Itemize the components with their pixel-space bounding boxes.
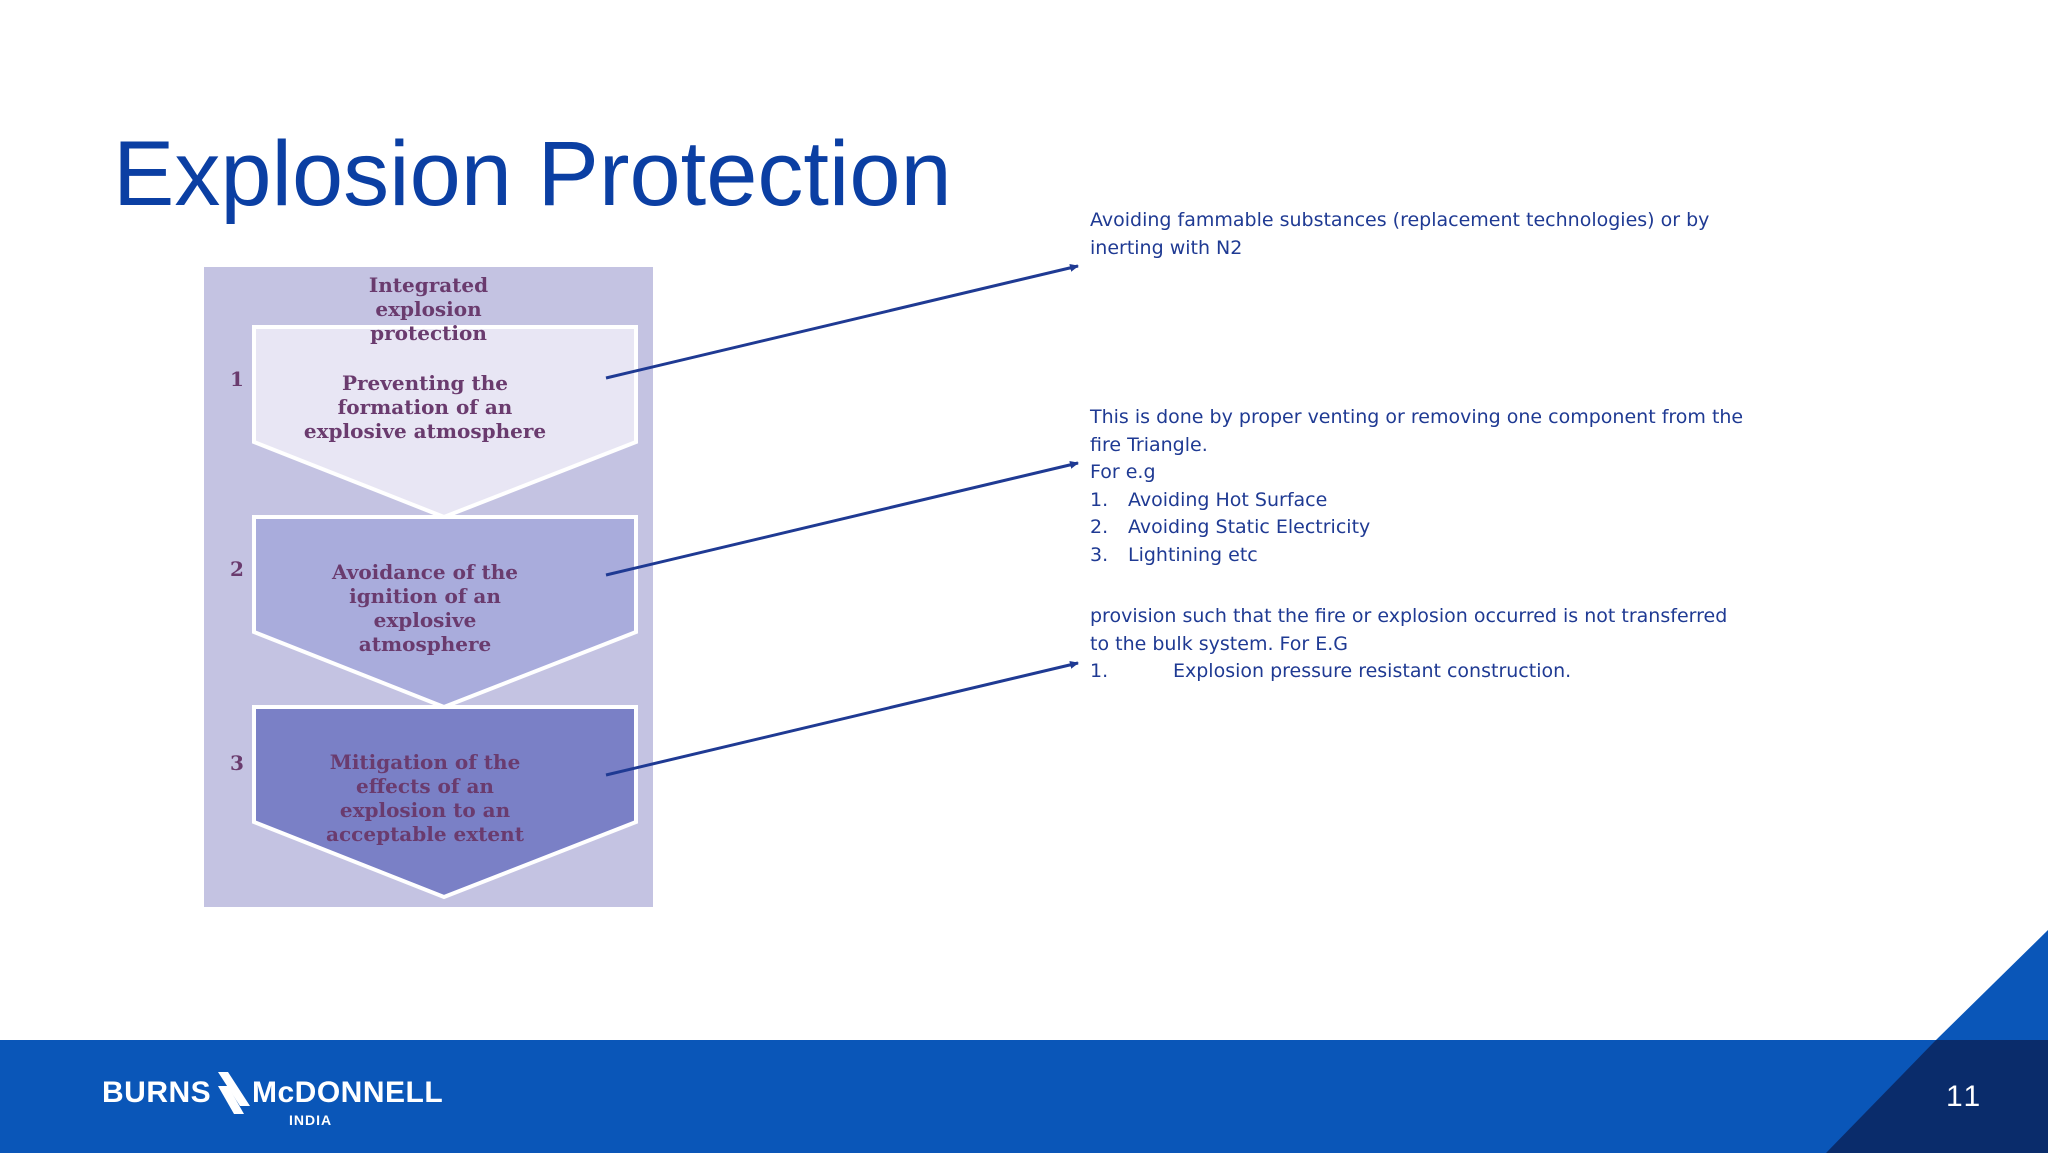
step-2-label: Avoidance of the ignition of an explosiv…	[331, 560, 519, 656]
note-mitigation-line1: provision such that the fire or explosio…	[1090, 605, 1728, 655]
logo-name-right: McDONNELL	[252, 1076, 444, 1109]
list-number: 3.	[1090, 543, 1109, 566]
list-text: Avoiding Hot Surface	[1128, 488, 1328, 511]
list-text: Lightining etc	[1128, 543, 1258, 566]
step-1-chevron	[252, 325, 638, 520]
list-item: 3. Lightining etc	[1090, 542, 1780, 570]
note-avoidance: This is done by proper venting or removi…	[1090, 404, 1780, 569]
list-text: Avoiding Static Electricity	[1128, 516, 1371, 538]
step-2-chevron	[252, 515, 638, 710]
arrow-step-2	[605, 460, 1079, 577]
logo-subtitle: INDIA	[289, 1112, 333, 1128]
step-1-label: Preventing the formation of an explosive…	[303, 371, 547, 443]
note-mitigation: provision such that the fire or explosio…	[1090, 603, 1750, 686]
list-number: 1.	[1090, 488, 1109, 511]
arrow-step-1	[605, 263, 1079, 380]
figure-heading: Integrated explosion protection	[368, 273, 489, 345]
note-avoidance-line1: This is done by proper venting or removi…	[1090, 406, 1744, 456]
step-1-number: 1	[230, 367, 244, 391]
footer-bar	[0, 1040, 2048, 1153]
figure-chevrons	[252, 325, 638, 900]
note-prevention: Avoiding fammable substances (replacemen…	[1090, 207, 1780, 262]
logo-stripes-icon	[218, 1072, 250, 1114]
slide-title: Explosion Protection	[113, 123, 952, 225]
step-3-chevron	[252, 705, 638, 900]
step-2-number: 2	[230, 557, 244, 581]
arrow-step-3	[605, 660, 1079, 777]
list-number: 2.	[1090, 516, 1109, 538]
list-item: 1. Avoiding Hot Surface	[1090, 487, 1780, 515]
page-number: 11	[1946, 1080, 1984, 1113]
note-avoidance-line2: For e.g	[1090, 461, 1156, 483]
explosion-protection-figure: Integrated explosion protection 1 Preven…	[204, 267, 653, 907]
note-prevention-text: Avoiding fammable substances (replacemen…	[1090, 209, 1710, 259]
note-mitigation-list: 1. Explosion pressure resistant construct…	[1090, 658, 1750, 686]
list-item: 1. Explosion pressure resistant construct…	[1090, 658, 1750, 686]
list-item: 2. Avoiding Static Electricity	[1090, 514, 1780, 542]
list-text: Explosion pressure resistant constructio…	[1173, 660, 1572, 682]
list-number: 1.	[1090, 660, 1109, 682]
step-3-number: 3	[230, 751, 244, 775]
note-avoidance-list: 1. Avoiding Hot Surface 2. Avoiding Static…	[1090, 487, 1780, 570]
step-3-label: Mitigation of the effects of an explosio…	[326, 750, 524, 846]
logo-name-left: BURNS	[102, 1076, 212, 1109]
company-logo: BURNS McDONNELL INDIA	[102, 1066, 462, 1128]
